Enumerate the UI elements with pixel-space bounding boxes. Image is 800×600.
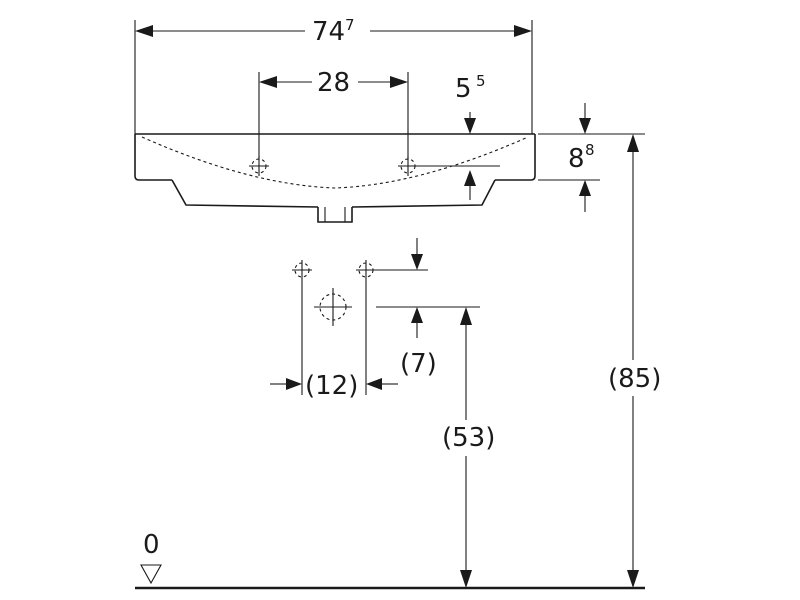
dimension-tap-hole-offset: 5 5 (416, 72, 500, 200)
dimension-tap-hole-spacing: 28 (258, 68, 409, 160)
tap-hole-spacing-label: 28 (317, 68, 350, 98)
dimension-rim-to-floor: (85) (608, 134, 661, 588)
rim-height-sup: 8 (585, 141, 595, 159)
rim-to-floor-label: (85) (608, 364, 661, 394)
floor-level-label: 0 (143, 530, 160, 560)
overall-width-sup: 7 (345, 16, 355, 34)
overall-width-label: 74 (312, 17, 345, 47)
dimension-waste-height: (53) (442, 307, 495, 588)
tap-hole-offset-sup: 5 (476, 72, 486, 90)
dimension-overall-width: 74 7 (134, 16, 533, 134)
wall-tap-connection-left-icon (292, 260, 312, 280)
wall-tap-connection-right-icon (356, 260, 376, 280)
dimension-wall-connection-spacing: (12) (270, 280, 398, 401)
waste-connection-icon (314, 288, 352, 326)
dimension-rim-height: 8 8 (538, 103, 645, 212)
wall-connection-spacing-label: (12) (305, 371, 358, 401)
dimension-waste-offset: (7) (376, 238, 480, 379)
rim-height-label: 8 (568, 144, 585, 174)
waste-height-label: (53) (442, 423, 495, 453)
tap-hole-offset-label: 5 (455, 74, 472, 104)
waste-offset-label: (7) (400, 349, 437, 379)
floor-level-marker-icon (140, 564, 162, 585)
basin-outline (134, 133, 536, 223)
